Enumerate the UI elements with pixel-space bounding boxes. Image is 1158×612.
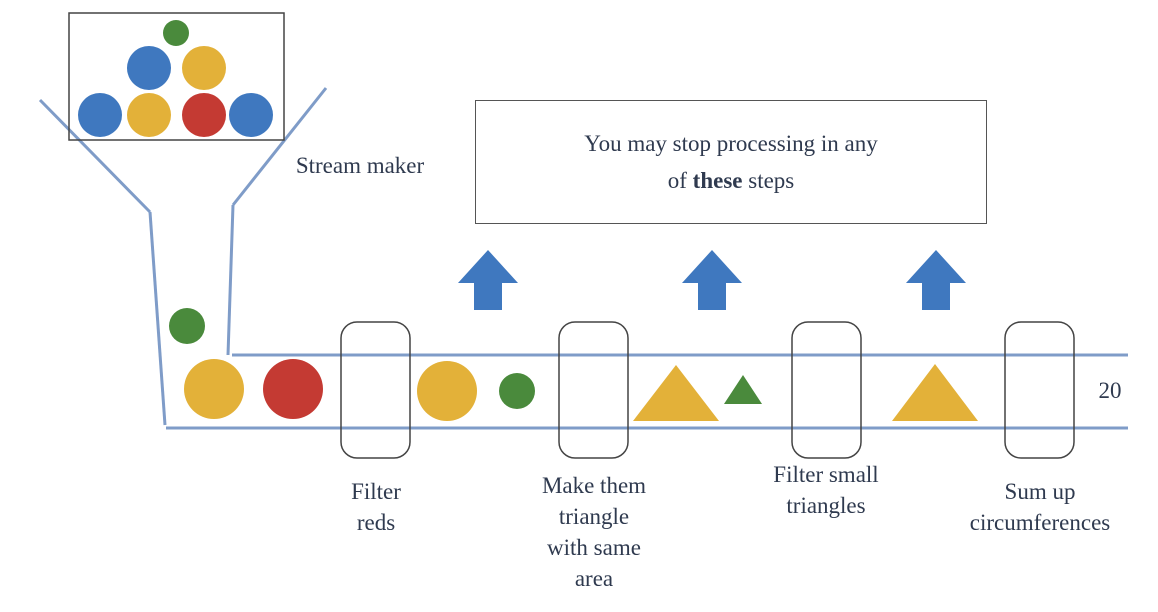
step-label-filter-small: Filter small triangles [773, 462, 879, 518]
stream-maker-label: Stream maker [295, 153, 425, 178]
step-filter-reds [340, 321, 411, 459]
step-make-triangles [558, 321, 629, 459]
step-label-make-triangles: Make them triangle with same area [541, 473, 647, 591]
triangle-yellow [892, 364, 978, 421]
funnel-right-wall [231, 87, 328, 206]
ball-yellow [417, 361, 477, 421]
step-filters [340, 321, 1075, 459]
step-sum-circumferences [1004, 321, 1075, 459]
ball-pile [78, 20, 273, 137]
note-line-2: of these steps [667, 168, 795, 193]
ball-green [499, 373, 535, 409]
up-arrow-icon [906, 250, 966, 310]
ball-yellow [184, 359, 244, 419]
ball-green [169, 308, 205, 344]
ball-blue [229, 93, 273, 137]
note-box: You may stop processing in any of these … [475, 100, 987, 224]
ball-box [68, 12, 285, 141]
ball-yellow [182, 46, 226, 90]
up-arrow-icon [682, 250, 742, 310]
ball-blue [127, 46, 171, 90]
note-emphasis: these [692, 168, 743, 193]
funnel [38, 87, 328, 426]
funnel-right-spout [226, 204, 235, 356]
up-arrows [458, 250, 966, 310]
ball-green [163, 20, 189, 46]
funnel-left-wall [38, 98, 152, 214]
conveyor [166, 353, 1128, 430]
stream-items [169, 308, 978, 421]
step-label-sum: Sum up circumferences [969, 479, 1111, 535]
ball-red [182, 93, 226, 137]
ball-red [263, 359, 323, 419]
ball-yellow [127, 93, 171, 137]
result-value: 20 [1098, 378, 1122, 403]
step-filter-small-triangles [791, 321, 862, 459]
ball-blue [78, 93, 122, 137]
step-label-filter-reds: Filter reds [351, 479, 401, 535]
triangle-green [724, 375, 762, 404]
up-arrow-icon [458, 250, 518, 310]
funnel-left-spout [148, 211, 167, 426]
note-line-1: You may stop processing in any [584, 131, 878, 156]
triangle-yellow [633, 365, 719, 421]
